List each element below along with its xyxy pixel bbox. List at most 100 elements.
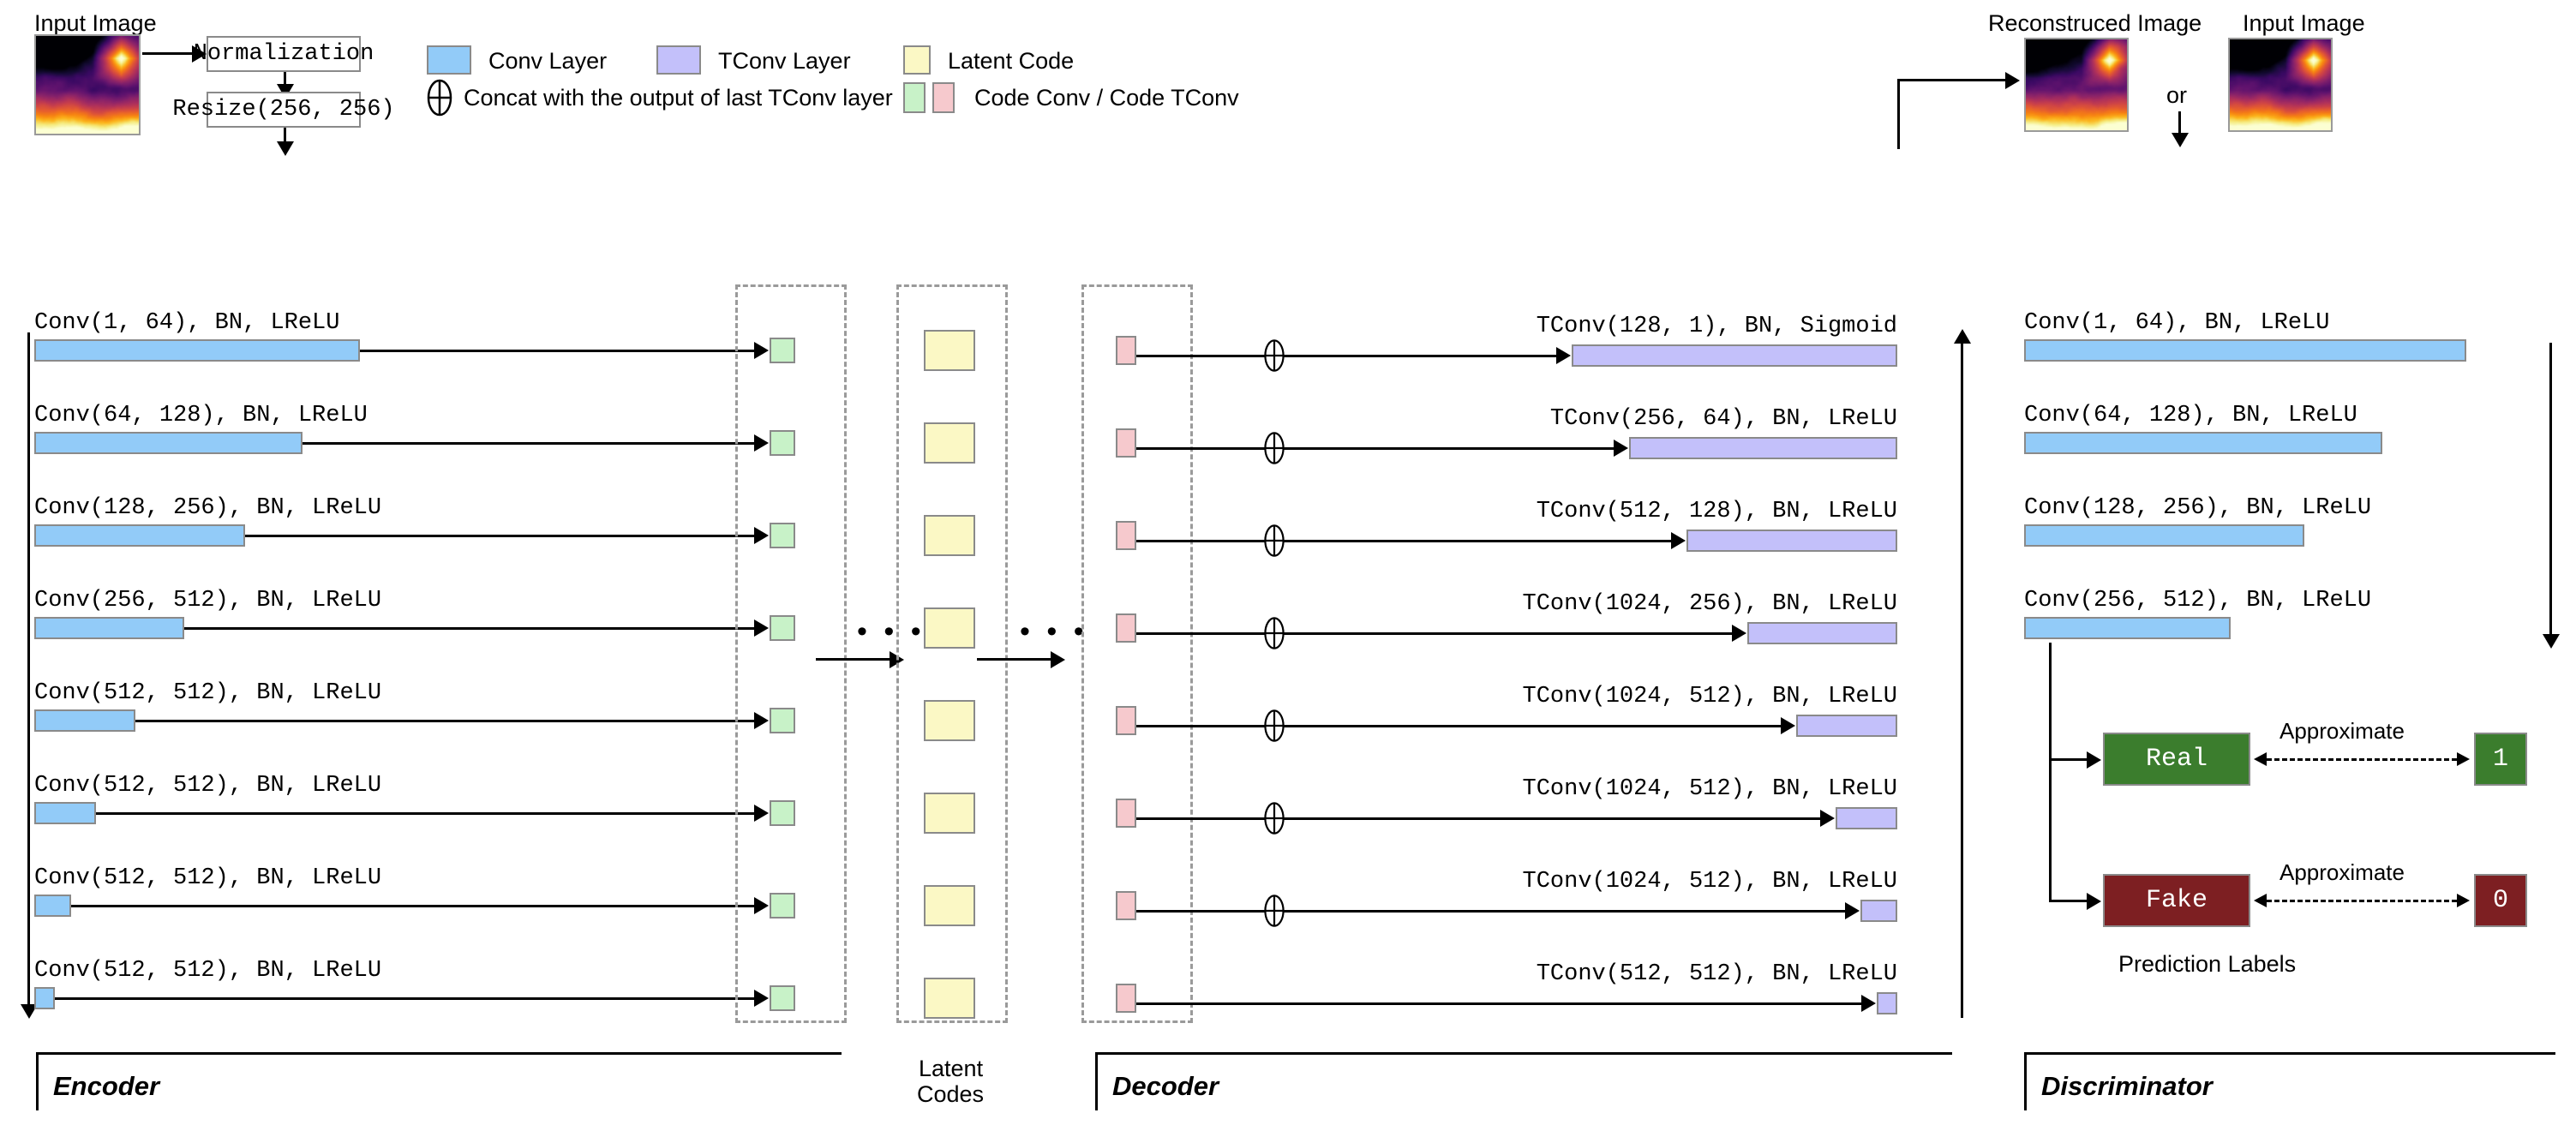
discriminator-conv-bar [2024, 432, 2382, 454]
decoder-layer-label: TConv(1024, 512), BN, LReLU [1522, 776, 1897, 802]
target-value-one: 1 [2474, 733, 2527, 786]
decoder-skip-arrow-head [1556, 347, 1571, 364]
decoder-section-title: Decoder [1112, 1071, 1219, 1101]
discriminator-layer-label: Conv(64, 128), BN, LReLU [2024, 403, 2357, 428]
encoder-conv-bar [34, 524, 245, 547]
latent-code-block [924, 515, 975, 556]
arrow-head-fake-left [2254, 894, 2267, 907]
normalization-box: Normalization [194, 36, 374, 72]
input-image-thumbnail [34, 34, 141, 135]
latent-codes-caption-line1: Latent [919, 1056, 984, 1081]
resize-box: Resize(256, 256) [172, 92, 395, 128]
encoder-skip-arrow-head [754, 990, 769, 1007]
encoder-conv-bar [34, 895, 71, 917]
decoder-tconv-bar [1796, 715, 1897, 737]
normalization-label: Normalization [193, 41, 374, 67]
input-image-title: Input Image [34, 10, 157, 36]
decoder-skip-arrow-head [1732, 625, 1746, 642]
discriminator-bracket-left [2024, 1052, 2027, 1110]
encoder-layer-label: Conv(512, 512), BN, LReLU [34, 865, 382, 891]
encoder-skip-connection [303, 442, 754, 445]
discriminator-section-title: Discriminator [2041, 1071, 2213, 1101]
encoder-skip-arrow-head [754, 434, 769, 452]
code-tconv-block [1116, 799, 1136, 828]
encoder-layer-label: Conv(256, 512), BN, LReLU [34, 588, 382, 613]
encoder-skip-arrow-head [754, 527, 769, 544]
encoder-flow-line [27, 332, 30, 1008]
latent-code-block [924, 330, 975, 371]
arrow-head-to-fake [2087, 893, 2101, 910]
encoder-layer-label: Conv(512, 512), BN, LReLU [34, 958, 382, 984]
decoder-skip-connection [1136, 632, 1732, 635]
decoder-skip-connection [1136, 1002, 1861, 1005]
decoder-skip-connection [1136, 910, 1845, 913]
discriminator-conv-bar [2024, 617, 2231, 639]
decoder-skip-arrow-head [1861, 995, 1876, 1012]
code-conv-block [770, 615, 795, 641]
concat-icon [1264, 709, 1285, 742]
encoder-layer-label: Conv(512, 512), BN, LReLU [34, 773, 382, 799]
output-input-image-thumbnail [2228, 38, 2333, 132]
code-conv-block [770, 338, 795, 363]
code-tconv-block [1116, 521, 1136, 550]
code-tconv-block [1116, 984, 1136, 1013]
encoder-skip-connection [55, 997, 754, 1000]
decoder-skip-arrow-head [1820, 810, 1835, 827]
code-tconv-block [1116, 706, 1136, 735]
dashed-line-fake [2267, 900, 2457, 902]
decoder-tconv-bar [1877, 992, 1897, 1014]
decoder-skip-connection [1136, 447, 1614, 450]
decoder-flow-line [1961, 343, 1963, 1018]
code-conv-block [770, 985, 795, 1011]
reconstructed-image-title: Reconstruced Image [1988, 10, 2202, 36]
legend-label-concat: Concat with the output of last TConv lay… [464, 85, 893, 111]
decoder-bracket-left [1095, 1052, 1098, 1110]
line-decoder-out-right [1897, 79, 2005, 81]
tconv-layer-swatch [656, 45, 701, 75]
decoder-tconv-bar [1572, 344, 1897, 367]
encoder-flow-arrow-head [21, 1004, 38, 1019]
discriminator-layer-label: Conv(128, 256), BN, LReLU [2024, 495, 2372, 521]
encoder-conv-bar [34, 987, 55, 1009]
encoder-layer-label: Conv(512, 512), BN, LReLU [34, 680, 382, 706]
arrow-head-to-real [2087, 751, 2101, 769]
prediction-real-box: Real [2103, 733, 2250, 786]
line-or-down [2178, 111, 2181, 135]
discriminator-conv-bar [2024, 339, 2466, 362]
latent-group-box [896, 284, 1008, 1023]
discriminator-layer-label: Conv(256, 512), BN, LReLU [2024, 588, 2372, 613]
latent-code-block [924, 700, 975, 741]
decoder-skip-connection [1136, 725, 1781, 727]
encoder-skip-arrow-head [754, 342, 769, 359]
legend-label-conv-layer: Conv Layer [488, 48, 608, 74]
concat-icon [1264, 432, 1285, 464]
code-tconv-block [1116, 428, 1136, 458]
decoder-bracket-top [1095, 1052, 1952, 1055]
arrow-head-resize-to-encoder [277, 141, 294, 156]
target-one-label: 1 [2492, 745, 2508, 774]
disc-branch-to-fake [2049, 900, 2087, 902]
decoder-tconv-bar [1629, 437, 1897, 459]
prediction-fake-box: Fake [2103, 874, 2250, 927]
encoder-conv-bar [34, 802, 96, 824]
decoder-tconv-bar [1747, 622, 1897, 644]
decoder-tconv-bar [1686, 530, 1897, 552]
line-codeconv-to-latent [816, 658, 890, 661]
decoder-layer-label: TConv(1024, 512), BN, LReLU [1522, 869, 1897, 895]
prediction-fake-label: Fake [2145, 886, 2208, 915]
decoder-layer-label: TConv(256, 64), BN, LReLU [1549, 406, 1897, 432]
arrow-input-to-normalization [142, 52, 192, 55]
code-tconv-block [1116, 336, 1136, 365]
concat-icon [1264, 802, 1285, 835]
arrow-head-real-left [2254, 752, 2267, 766]
encoder-skip-connection [360, 350, 754, 352]
latent-code-block [924, 607, 975, 649]
decoder-skip-arrow-head [1614, 440, 1628, 457]
encoder-layer-label: Conv(1, 64), BN, LReLU [34, 310, 340, 336]
arrow-head-real-right [2457, 752, 2470, 766]
encoder-skip-connection [96, 812, 754, 815]
decoder-skip-connection [1136, 355, 1556, 357]
arrow-head-latent-to-codetconv [1051, 651, 1065, 668]
decoder-skip-arrow-head [1845, 902, 1860, 919]
